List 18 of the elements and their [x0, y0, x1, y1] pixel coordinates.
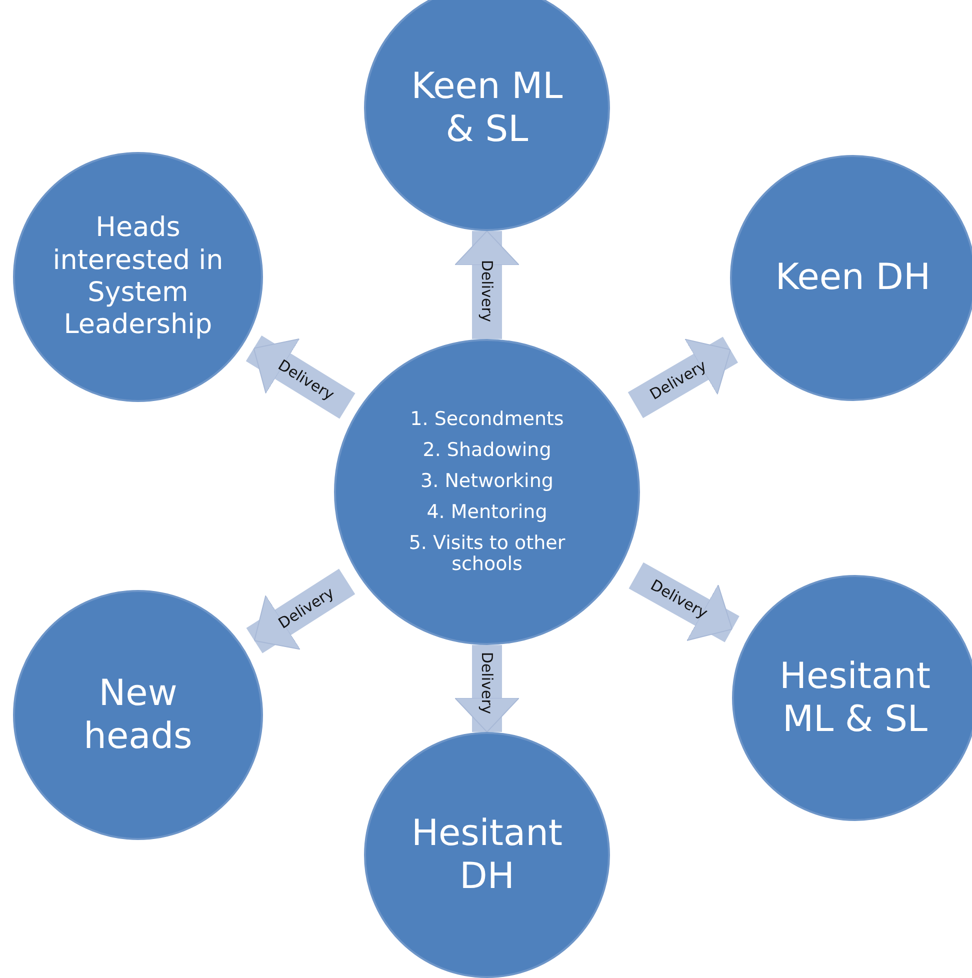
node-label: Hesitant ML & SL [778, 654, 932, 742]
block-arrow [246, 336, 356, 419]
block-arrow [628, 336, 738, 418]
list-item: 3. Networking [420, 471, 554, 492]
node-label: Keen ML & SL [410, 64, 564, 152]
list-item: 4. Mentoring [426, 502, 548, 523]
list-item: 2. Shadowing [422, 440, 552, 462]
block-arrow [628, 562, 740, 642]
list-item: 1. Secondments [410, 409, 564, 430]
node-label: Heads interested in System Leadership [52, 212, 224, 342]
edge-label: Delivery [478, 260, 496, 322]
node-label: Keen DH [775, 256, 931, 300]
block-arrow [454, 645, 520, 732]
node-label: New heads [82, 672, 194, 758]
node-label: Hesitant DH [410, 812, 564, 898]
edge-label: Delivery [478, 651, 496, 714]
block-arrow [454, 230, 520, 339]
list-item: 5. Visits to other schools [408, 532, 566, 575]
